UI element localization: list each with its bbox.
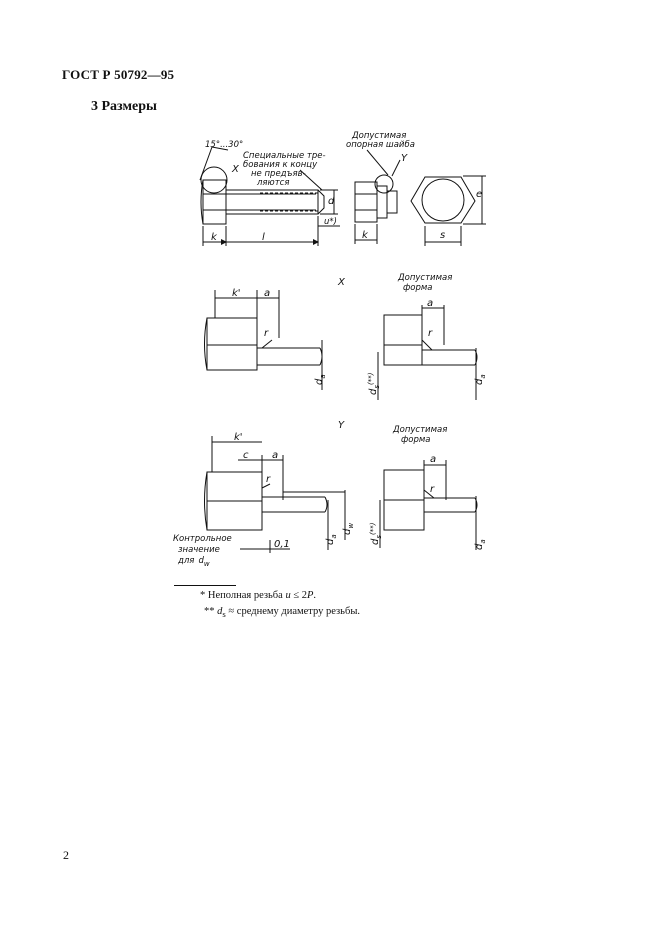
page-number: 2 <box>63 848 69 862</box>
detail-y-alt-line1: Допустимая <box>392 425 447 435</box>
detail-x-alt-a: a <box>427 298 433 309</box>
hex-end-view <box>410 175 486 246</box>
dim-s-label: s <box>440 230 445 241</box>
detail-y-da-sub: a <box>330 534 338 538</box>
detail-x-title: X <box>337 277 346 288</box>
detail-y-circle <box>374 174 394 194</box>
dim-l-label: l <box>262 232 265 243</box>
detail-x-da: d <box>314 378 325 385</box>
footnote-separator <box>174 585 236 586</box>
detail-y-marker: Y <box>401 153 408 164</box>
section-title: 3 Размеры <box>91 99 157 114</box>
dim-0-1: 0,1 <box>274 539 290 550</box>
detail-x-alt-r: r <box>428 328 433 339</box>
detail-y-drawing <box>204 436 478 553</box>
detail-y-da: d <box>325 538 336 545</box>
special-note-line4: ляются <box>256 178 289 188</box>
washer-dim-k: k <box>362 230 369 241</box>
detail-y-ds-sub: s <box>375 535 383 539</box>
detail-x-alt-line2: форма <box>403 283 432 293</box>
detail-y-dw: d <box>342 528 353 535</box>
detail-x-ds-sub: s <box>373 385 381 389</box>
detail-y-alt-r: r <box>430 484 435 495</box>
detail-x-labels: Допустимая форма k' a r a r da ds(**) da <box>232 273 487 395</box>
detail-x-alt-da-sub: a <box>479 374 487 378</box>
detail-y-ds-sup: (**) <box>369 522 377 535</box>
control-dw-sub: w <box>204 560 210 568</box>
special-note-line3: не предъяв- <box>251 169 306 179</box>
detail-y-labels: Допустимая форма k' c a r a r da dw ds(*… <box>173 425 487 568</box>
detail-y-alt-da: d <box>474 543 485 550</box>
footnote-1: * Неполная резьба u ≤ 2P. <box>200 590 316 601</box>
special-note-line1: Специальные тре- <box>243 151 326 161</box>
detail-x-circle <box>200 166 228 194</box>
document-code: ГОСТ Р 50792—95 <box>62 67 175 82</box>
detail-x-a: a <box>264 288 270 299</box>
detail-y-alt-line2: форма <box>401 435 430 445</box>
detail-x-k-prime: k' <box>232 288 241 299</box>
washer-note-line2: опорная шайба <box>346 140 415 150</box>
bolt-shank-outline <box>225 189 319 215</box>
detail-x-alt-da: d <box>474 378 485 385</box>
footnote-2: ** ds ≈ среднему диаметру резьбы. <box>204 606 360 620</box>
angle-label: 15°...30° <box>205 140 243 150</box>
detail-x-marker: X <box>231 164 240 175</box>
detail-y-ds: d <box>370 538 381 545</box>
detail-x-alt-line1: Допустимая <box>397 273 452 283</box>
detail-y-title: Y <box>338 420 345 431</box>
bolt-head-outline <box>202 179 227 225</box>
bolt-with-washer-view <box>354 149 401 244</box>
control-dw: d <box>198 556 204 566</box>
detail-y-k-prime: k' <box>234 432 243 443</box>
detail-y-c: c <box>243 450 249 461</box>
washer-labels: Допустимая опорная шайба Y k <box>346 131 415 241</box>
dim-e-label: e <box>476 189 482 200</box>
svg-text:da: da <box>474 539 487 550</box>
svg-text:da: da <box>474 374 487 385</box>
detail-x-r: r <box>264 328 269 339</box>
washer-note-line1: Допустимая <box>351 131 406 141</box>
special-note-line2: бования к концу <box>243 160 318 170</box>
svg-text:ds(**): ds(**) <box>367 372 381 395</box>
control-line3: для <box>177 556 194 566</box>
detail-y-a: a <box>272 450 278 461</box>
svg-text:dw: dw <box>342 523 355 535</box>
svg-text:da: da <box>325 534 338 545</box>
control-line1: Контрольное <box>173 534 232 544</box>
detail-x-da-sub: a <box>319 374 327 378</box>
detail-y-alt-a: a <box>430 454 436 465</box>
svg-text:da: da <box>314 374 327 385</box>
detail-x-ds: d <box>368 388 379 395</box>
bolt-side-view <box>199 146 340 246</box>
detail-x-drawing <box>204 290 478 400</box>
detail-y-r: r <box>266 474 271 485</box>
control-line2: значение <box>178 545 220 555</box>
footnotes: * Неполная резьба u ≤ 2P. ** ds ≈ средне… <box>200 588 360 622</box>
dim-k-label: k <box>211 232 218 243</box>
top-view-labels: 15°...30° X Специальные тре- бования к к… <box>205 140 337 243</box>
dim-u-label: u*) <box>324 217 337 227</box>
detail-x-ds-sup: (**) <box>367 372 375 385</box>
svg-text:ds(**): ds(**) <box>369 522 383 545</box>
dim-d-label: d <box>328 196 335 207</box>
detail-y-dw-sub: w <box>347 523 355 529</box>
hex-labels: e s <box>440 189 482 241</box>
detail-y-alt-da-sub: a <box>479 539 487 543</box>
